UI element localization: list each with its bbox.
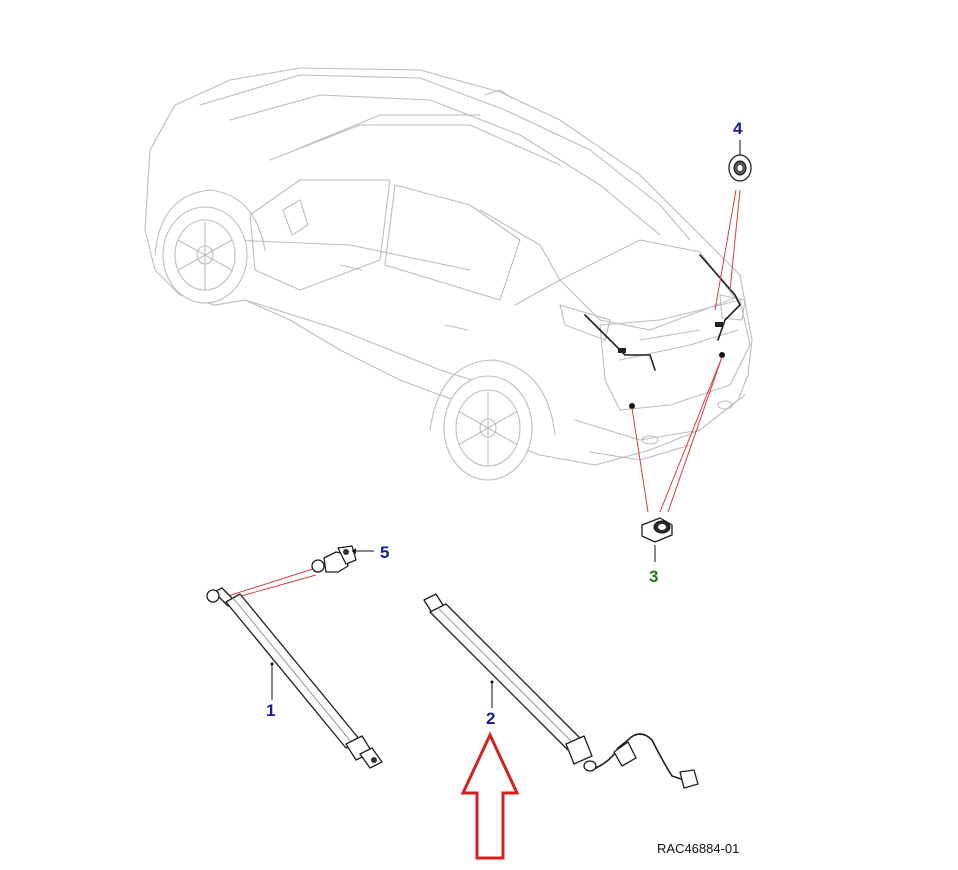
callout-3: 3 bbox=[649, 567, 658, 586]
callout-2: 2 bbox=[486, 709, 495, 728]
part-4-seal bbox=[728, 140, 752, 182]
callout-5: 5 bbox=[380, 543, 389, 562]
callout-1: 1 bbox=[266, 701, 275, 720]
callout-4: 4 bbox=[733, 119, 743, 138]
part-3-sensor bbox=[641, 517, 673, 562]
part-5-ball-stud bbox=[311, 545, 374, 573]
part-2-power-strut bbox=[423, 593, 699, 789]
leader-lines bbox=[227, 189, 741, 599]
reference-code: RAC46884-01 bbox=[657, 841, 739, 856]
part-1-gas-strut bbox=[206, 587, 383, 769]
vehicle-illustration bbox=[144, 67, 753, 481]
red-arrow-up-icon bbox=[460, 731, 520, 860]
